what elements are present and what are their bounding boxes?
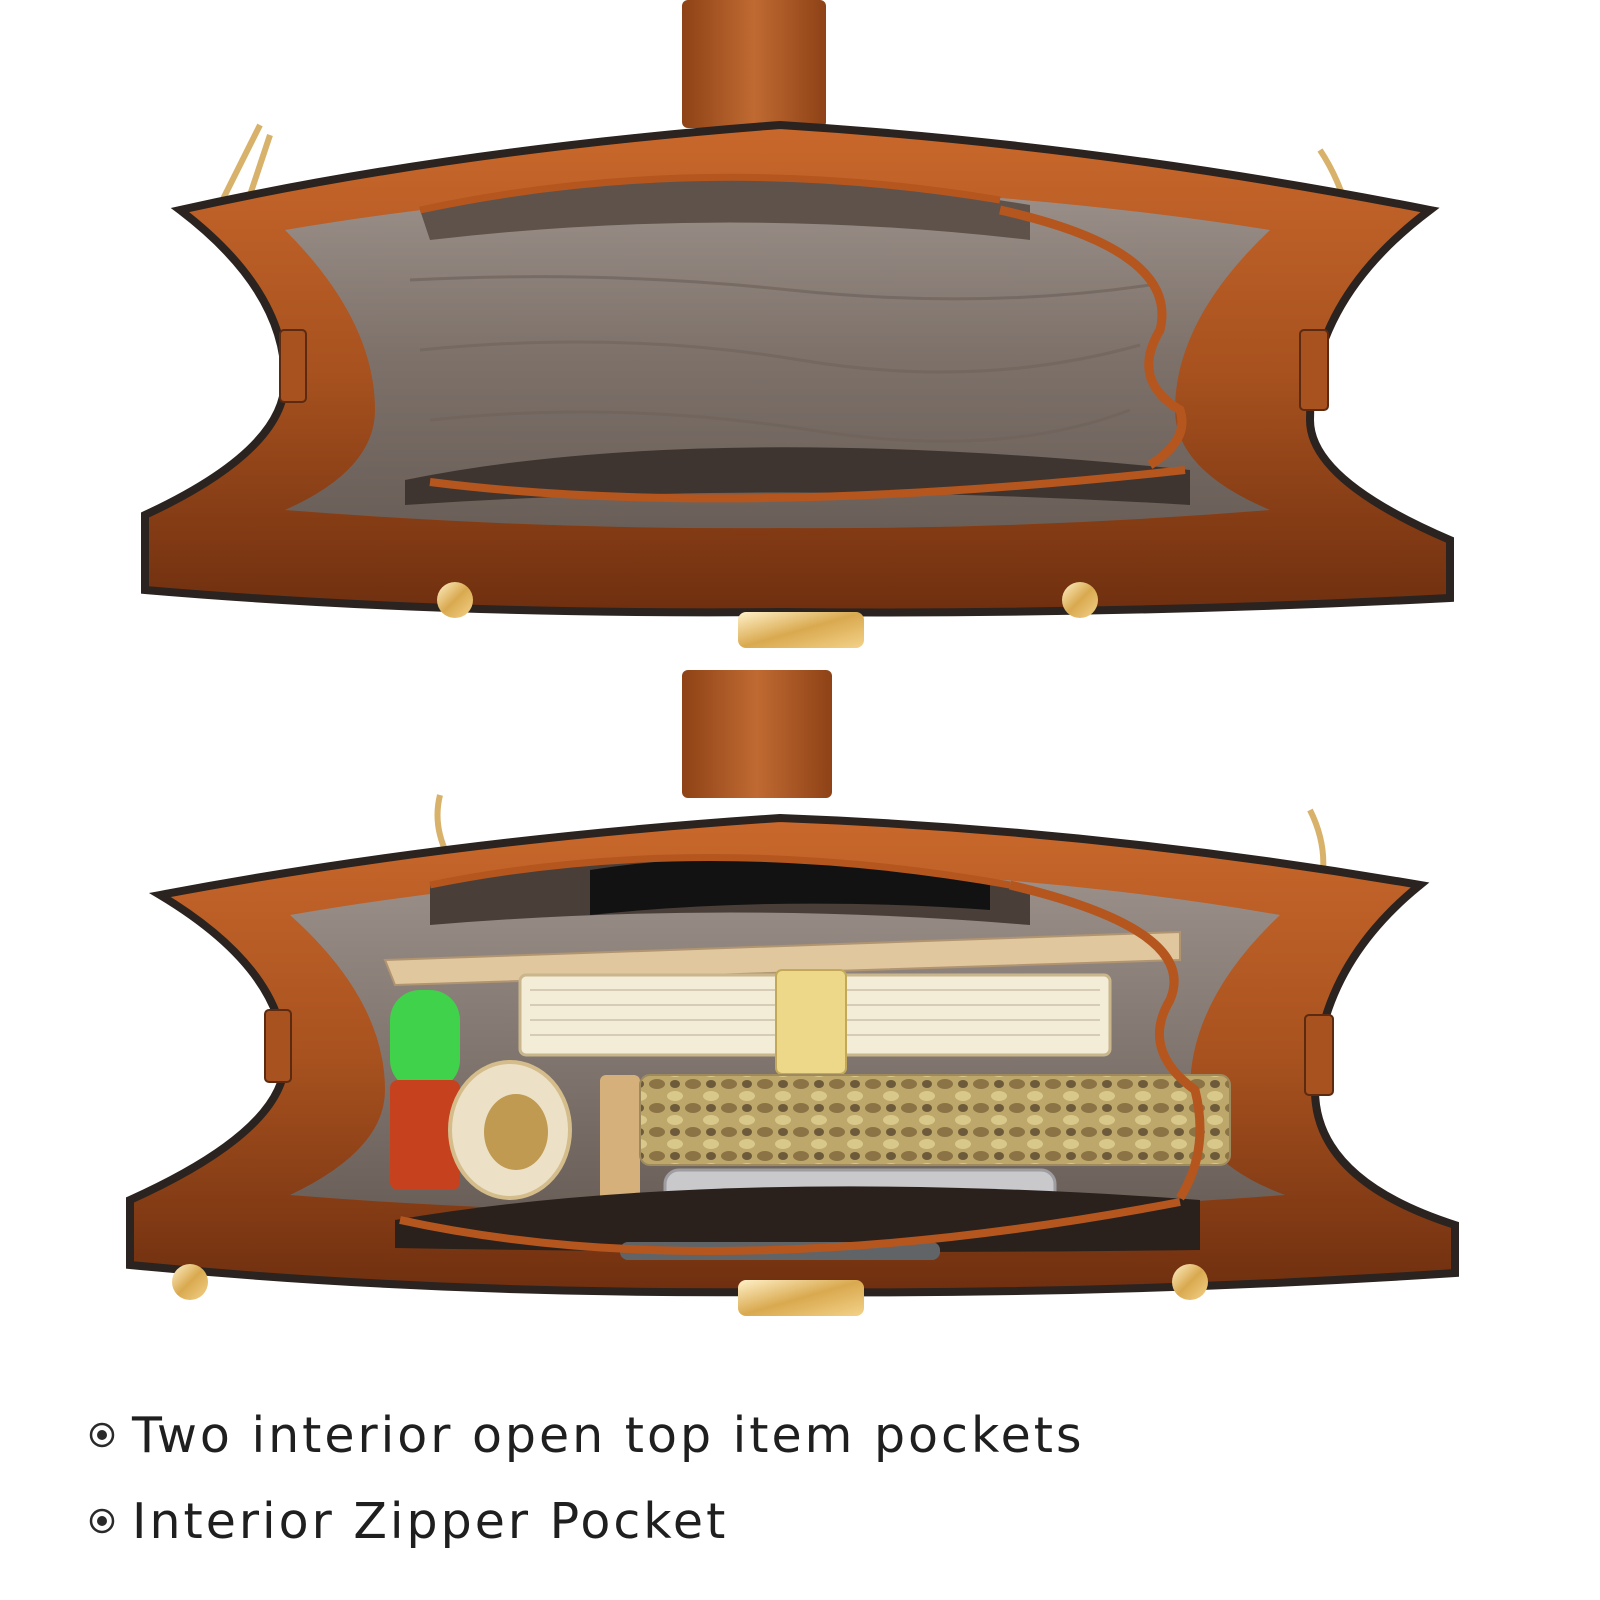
feature-text: Two interior open top item pockets xyxy=(132,1406,1085,1464)
tablet xyxy=(383,930,1181,987)
feature-list: Two interior open top item pockets Inter… xyxy=(88,1392,1568,1564)
snakeskin-wallet xyxy=(639,1074,1231,1166)
radio-bullet-icon xyxy=(89,1422,115,1448)
zipper xyxy=(419,173,1001,214)
handbag-interior-filled-photo xyxy=(126,670,1459,1316)
radio-bullet-icon xyxy=(89,1508,115,1534)
wallet xyxy=(590,858,990,915)
feature-text: Interior Zipper Pocket xyxy=(132,1492,729,1550)
feature-item-open-pockets: Two interior open top item pockets xyxy=(88,1392,1568,1478)
strap-tab xyxy=(682,0,826,128)
clasp xyxy=(738,612,864,648)
green-bottle xyxy=(390,990,460,1090)
feature-item-zipper-pocket: Interior Zipper Pocket xyxy=(88,1478,1568,1564)
handbag-interior-empty-photo xyxy=(141,0,1454,648)
